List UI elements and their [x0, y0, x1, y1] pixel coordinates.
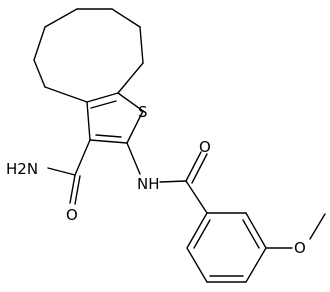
cyclooctane-ring [33, 8, 144, 103]
thiophene-ring [86, 92, 144, 144]
amide-oxygen-label: O [66, 206, 78, 224]
amide-nh2-label: H2N [6, 160, 38, 178]
nh-label: NH [137, 175, 160, 193]
benzene-ring [186, 212, 267, 283]
methoxy-group [265, 213, 326, 249]
carboxamide-group [47, 139, 91, 205]
methoxy-oxygen-label: O [294, 239, 306, 257]
amide-linker [126, 142, 208, 214]
sulfur-label: S [138, 103, 148, 121]
benzoyl-oxygen-label: O [199, 138, 211, 156]
